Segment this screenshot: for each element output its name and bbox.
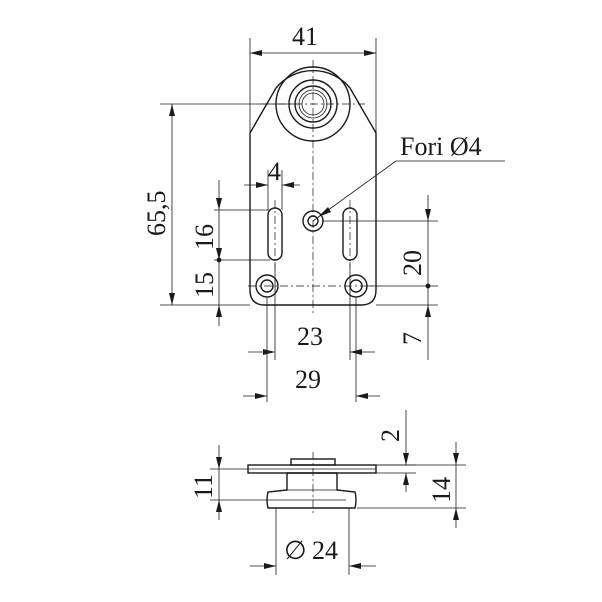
front-view-dimensions: 41 65,5 4 16 15 Fori Ø4 xyxy=(142,22,505,402)
dim-plate-thickness: 2 xyxy=(376,429,405,442)
dim-lower-offset: 15 xyxy=(190,272,219,298)
dim-height-total: 65,5 xyxy=(142,191,171,237)
dim-width-top: 41 xyxy=(292,22,318,51)
side-view-dimensions: 2 14 11 ∅ 24 xyxy=(189,410,466,575)
plate-outline xyxy=(249,69,377,306)
bracket-side-view xyxy=(247,452,377,515)
bracket-plate-front-view xyxy=(248,60,378,315)
dim-total-height: 14 xyxy=(427,477,456,503)
diameter-symbol: ∅ xyxy=(284,536,307,565)
dim-hole-spacing: 29 xyxy=(295,365,321,394)
dim-wheel-height: 11 xyxy=(189,474,218,499)
dim-slot-length: 16 xyxy=(190,224,219,250)
callout-holes: Fori Ø4 xyxy=(400,132,482,161)
dim-wheel-diameter: 24 xyxy=(312,536,338,565)
dim-slot-spacing: 23 xyxy=(297,322,323,351)
dim-hole-to-base: 20 xyxy=(398,250,427,276)
dim-slot-width: 4 xyxy=(268,157,281,186)
side-wheel xyxy=(266,472,357,509)
dim-base-offset: 7 xyxy=(398,332,427,345)
